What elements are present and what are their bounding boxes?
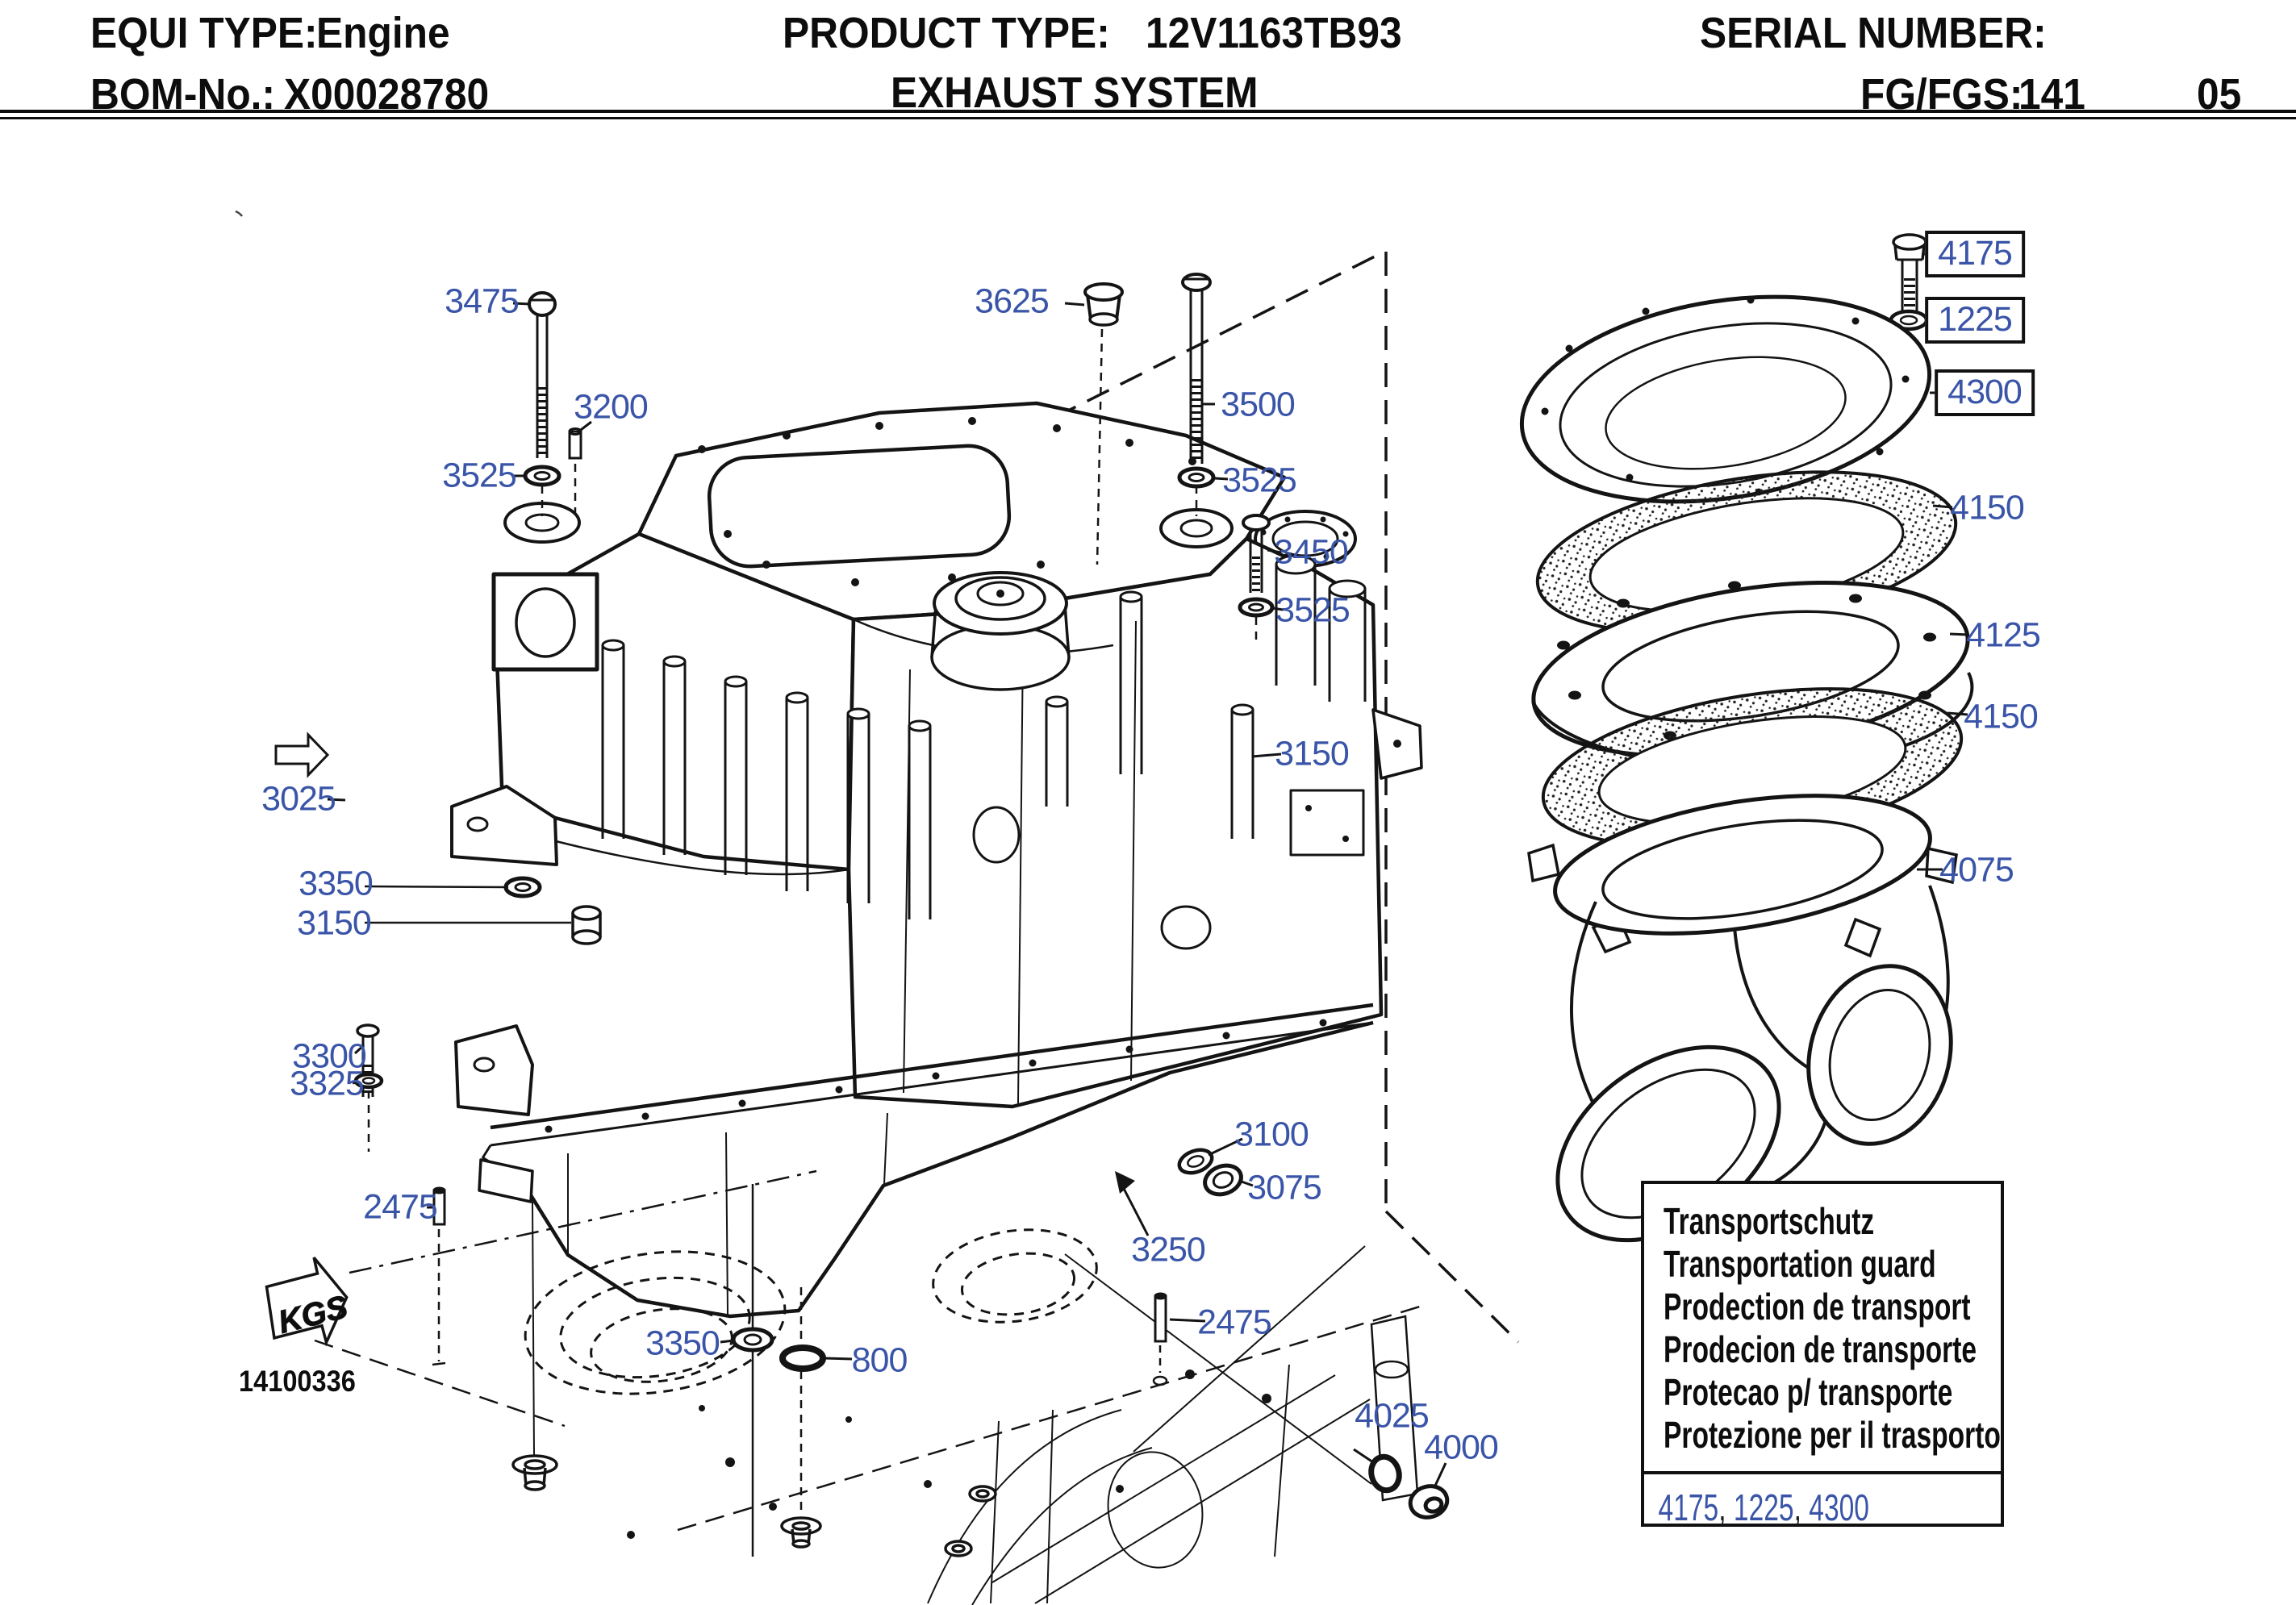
callout-3625: 3625 <box>975 281 1050 321</box>
callout-3025: 3025 <box>261 779 336 819</box>
fg-fgs-label: FG/FGS: <box>1860 70 2023 119</box>
legend-separator: , <box>1718 1486 1726 1528</box>
callout-3150: 3150 <box>1275 734 1350 773</box>
view-arrow-icon <box>274 732 330 778</box>
callout-3525: 3525 <box>1222 461 1297 500</box>
callout-3350: 3350 <box>645 1324 720 1363</box>
legend-separator: , <box>1793 1486 1801 1528</box>
plug-3625 <box>1083 282 1124 565</box>
engine-block <box>450 401 1423 1319</box>
washer-3325 <box>353 1072 384 1152</box>
callout-3450: 3450 <box>1274 532 1349 572</box>
bolt-3475 <box>528 291 557 516</box>
callout-1225: 1225 <box>1925 297 2025 344</box>
legend-line-it: Protezione per il trasporto <box>1664 1414 2001 1456</box>
callout-3500: 3500 <box>1221 385 1296 424</box>
legend-lines: Transportschutz Transportation guard Pro… <box>1644 1184 2001 1487</box>
callout-3325: 3325 <box>290 1064 365 1103</box>
legend-line-de: Transportschutz <box>1664 1200 1875 1242</box>
header-rule-top <box>0 110 2296 113</box>
plug-4000 <box>1408 1484 1450 1520</box>
plug-3075 <box>1203 1163 1243 1197</box>
callout-3350: 3350 <box>298 864 374 903</box>
callout-3150: 3150 <box>297 903 372 943</box>
drawing-number: 14100336 <box>239 1365 356 1398</box>
serial-number-label: SERIAL NUMBER: <box>1700 9 2047 57</box>
washer-3100 <box>1177 1148 1214 1175</box>
equi-type-label: EQUI TYPE: <box>90 9 318 57</box>
pin-3200 <box>568 427 582 516</box>
callout-3250: 3250 <box>1131 1230 1206 1269</box>
bolt-3450 <box>1242 514 1271 593</box>
transport-guard-assembly <box>1519 233 1974 1243</box>
callout-800: 800 <box>851 1340 908 1380</box>
callout-4000: 4000 <box>1424 1428 1499 1467</box>
legend-ref-4300: 4300 <box>1809 1486 1869 1528</box>
callout-4150: 4150 <box>1950 488 2025 527</box>
pin-2475-left <box>432 1186 446 1366</box>
header-rule-bottom <box>0 117 2296 119</box>
washer-3525-left <box>523 465 561 487</box>
legend-ref-1225: 1225 <box>1733 1486 1794 1528</box>
callout-4300: 4300 <box>1935 369 2035 416</box>
callout-2475: 2475 <box>1197 1303 1272 1342</box>
oring-800 <box>779 1287 826 1515</box>
pin-2475-right <box>1152 1292 1168 1386</box>
callout-4150: 4150 <box>1964 697 2039 736</box>
callout-3200: 3200 <box>574 387 649 427</box>
scan-speck <box>235 210 243 217</box>
phantom-underside <box>314 1169 1421 1605</box>
bushing-3150 <box>571 905 602 945</box>
legend-refs: 4175, 1225, 4300 <box>1644 1478 1905 1528</box>
bom-label: BOM-No.: <box>90 70 276 119</box>
legend-divider <box>1641 1471 2004 1474</box>
callout-2475: 2475 <box>363 1187 438 1227</box>
bom-value: X00028780 <box>284 70 490 119</box>
bolt-3500 <box>1181 273 1212 516</box>
product-type-value: 12V1163TB93 <box>1146 9 1402 57</box>
system-title: EXHAUST SYSTEM <box>891 69 1259 117</box>
fasteners-main <box>353 273 1450 1557</box>
callout-3475: 3475 <box>445 281 520 321</box>
callout-4075: 4075 <box>1939 850 2014 890</box>
washer-3525-right <box>1177 466 1216 489</box>
legend-ref-4175: 4175 <box>1658 1486 1719 1528</box>
bolt-4175 <box>1892 233 1927 311</box>
oring-4025 <box>1368 1453 1402 1494</box>
callout-3300: 3300 <box>292 1036 367 1076</box>
legend-line-es: Prodecion de transporte <box>1664 1328 1977 1370</box>
callout-3100: 3100 <box>1234 1115 1309 1154</box>
callout-3525: 3525 <box>1275 590 1350 630</box>
callout-4175: 4175 <box>1925 231 2025 277</box>
fg-fgs-sheet: 05 <box>2197 70 2242 119</box>
legend-line-fr: Prodection de transport <box>1664 1286 1971 1328</box>
leader-lines <box>327 252 1969 1486</box>
transport-guard-legend: Transportschutz Transportation guard Pro… <box>1641 1181 2004 1528</box>
washer-3525-lower <box>1238 597 1275 645</box>
arrow-3250 <box>1115 1171 1150 1236</box>
callout-4025: 4025 <box>1355 1396 1430 1436</box>
legend-line-pt: Protecao p/ transporte <box>1664 1371 1953 1413</box>
callout-4125: 4125 <box>1966 615 2041 655</box>
equi-type-value: Engine <box>316 9 450 57</box>
callout-3525: 3525 <box>442 456 517 495</box>
fg-fgs-value: 141 <box>2018 70 2085 119</box>
product-type-label: PRODUCT TYPE: <box>783 9 1110 57</box>
legend-line-en: Transportation guard <box>1664 1243 1936 1285</box>
callout-3075: 3075 <box>1247 1168 1322 1207</box>
